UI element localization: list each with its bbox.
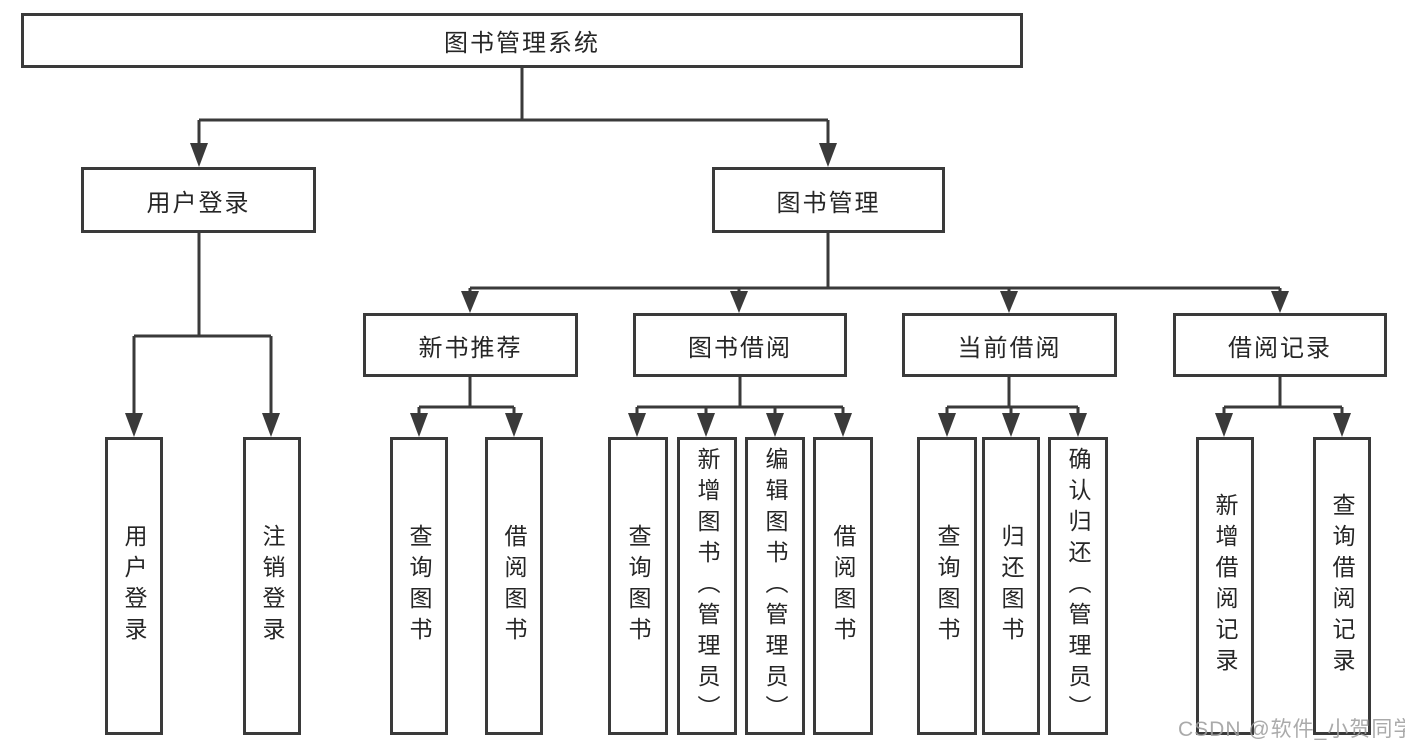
- edge-borrow-records-children: [1222, 377, 1344, 416]
- edge-root-to-level2: [197, 68, 830, 146]
- node-book-borrow: 图书借阅: [633, 313, 847, 377]
- arrowheads: [125, 143, 1351, 437]
- arrow-icon: [1002, 413, 1020, 437]
- leaf-return-books: 归还图书: [982, 437, 1040, 735]
- arrow-icon: [730, 291, 748, 313]
- edge-user-login-children: [132, 233, 273, 416]
- arrow-icon: [1215, 413, 1233, 437]
- leaf-user-login: 用户登录: [105, 437, 163, 735]
- leaf-logout: 注销登录: [243, 437, 301, 735]
- leaf-query-books-recommend: 查询图书: [390, 437, 448, 735]
- leaf-query-books-borrow: 查询图书: [608, 437, 668, 735]
- node-new-book-recommend: 新书推荐: [363, 313, 578, 377]
- arrow-icon: [1069, 413, 1087, 437]
- arrow-icon: [1271, 291, 1289, 313]
- arrow-icon: [834, 413, 852, 437]
- edge-new-book-recommend-children: [417, 377, 516, 416]
- arrow-icon: [1000, 291, 1018, 313]
- arrow-icon: [819, 143, 837, 167]
- leaf-borrow-books: 借阅图书: [813, 437, 873, 735]
- node-current-borrow: 当前借阅: [902, 313, 1117, 377]
- leaf-query-borrow-record: 查询借阅记录: [1313, 437, 1371, 735]
- edge-book-borrow-children: [635, 377, 845, 416]
- leaf-edit-books-admin: 编辑图书（管理员）: [745, 437, 805, 735]
- arrow-icon: [628, 413, 646, 437]
- leaf-add-books-admin: 新增图书（管理员）: [677, 437, 737, 735]
- edge-book-management-children: [468, 233, 1282, 293]
- node-borrow-records: 借阅记录: [1173, 313, 1387, 377]
- arrow-icon: [1333, 413, 1351, 437]
- arrow-icon: [766, 413, 784, 437]
- leaf-add-borrow-record: 新增借阅记录: [1196, 437, 1254, 735]
- node-root-system: 图书管理系统: [21, 13, 1023, 68]
- arrow-icon: [410, 413, 428, 437]
- arrow-icon: [505, 413, 523, 437]
- arrow-icon: [125, 413, 143, 437]
- arrow-icon: [190, 143, 208, 167]
- arrow-icon: [461, 291, 479, 313]
- leaf-confirm-return-admin: 确认归还（管理员）: [1048, 437, 1108, 735]
- arrow-icon: [938, 413, 956, 437]
- arrow-icon: [262, 413, 280, 437]
- node-book-management: 图书管理: [712, 167, 945, 233]
- watermark-text: CSDN @软件_小贺同学: [1178, 718, 1405, 741]
- node-user-login: 用户登录: [81, 167, 316, 233]
- arrow-icon: [697, 413, 715, 437]
- leaf-query-books-current: 查询图书: [917, 437, 977, 735]
- leaf-borrow-books-recommend: 借阅图书: [485, 437, 543, 735]
- edge-current-borrow-children: [945, 377, 1080, 416]
